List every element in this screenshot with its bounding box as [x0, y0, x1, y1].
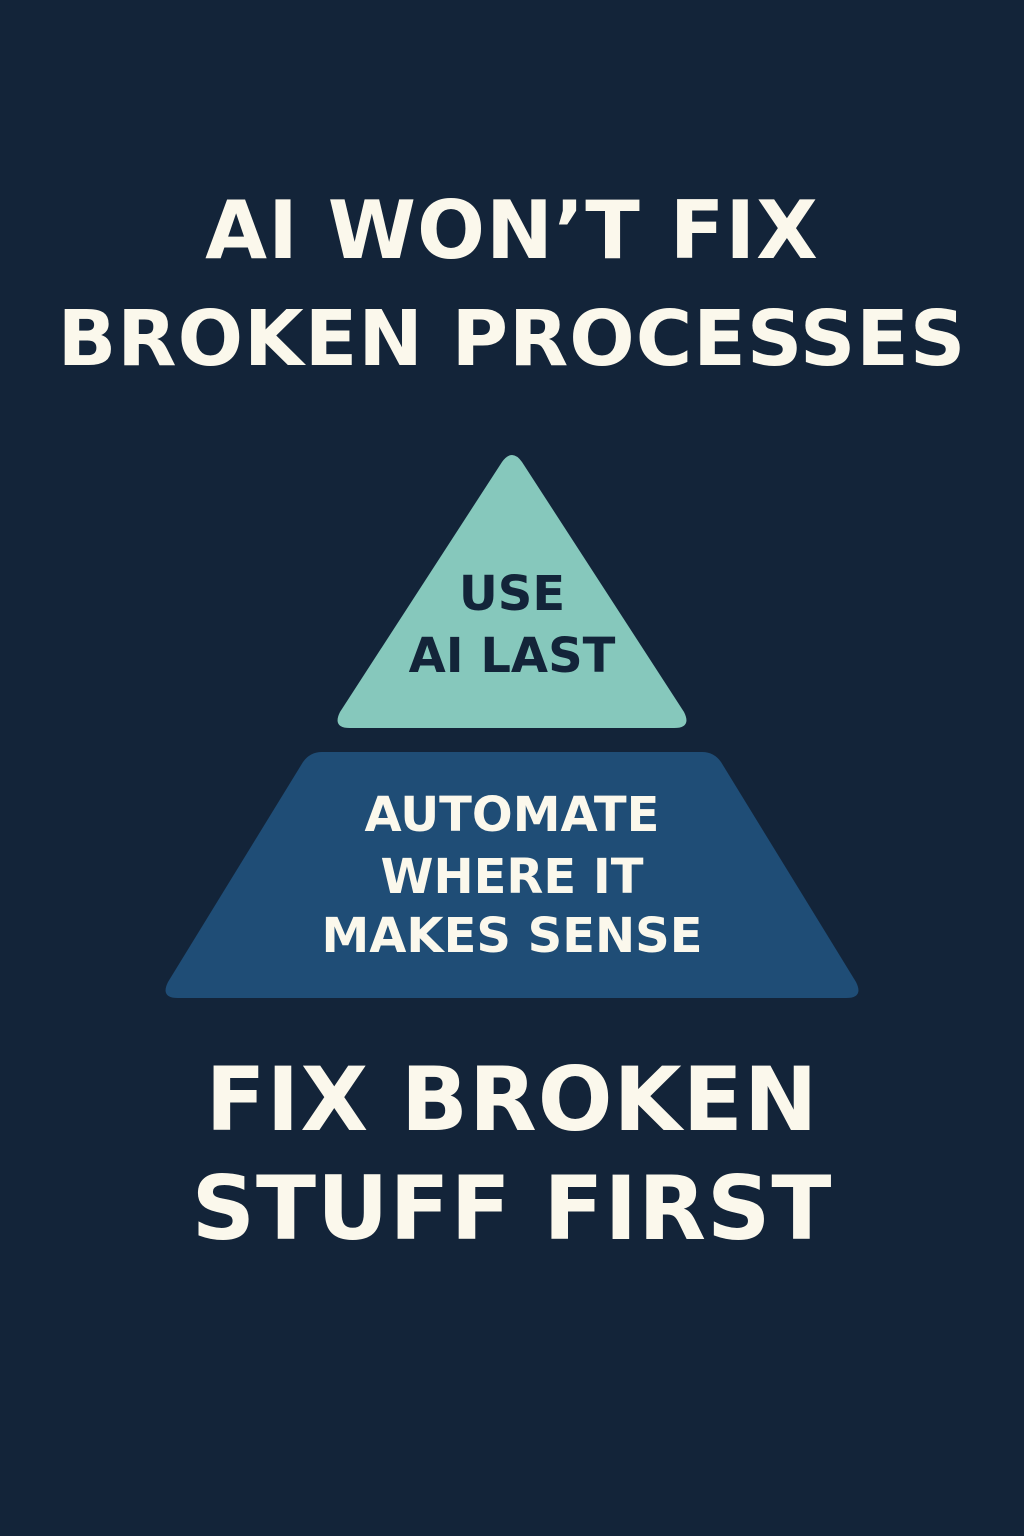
footer-line-1: FIX BROKEN — [205, 1048, 819, 1151]
pyramid-apex-triangle — [337, 455, 687, 728]
headline-line-1: AI WON’T FIX — [205, 184, 819, 277]
footer-line-2: STUFF FIRST — [191, 1157, 833, 1260]
middle-label-line-1: AUTOMATE — [364, 787, 660, 843]
apex-label-line-1: USE — [458, 566, 566, 622]
middle-label-line-2: WHERE IT — [380, 849, 644, 905]
apex-label-line-2: AI LAST — [408, 628, 616, 684]
middle-label-line-3: MAKES SENSE — [321, 908, 703, 964]
headline-line-2: BROKEN PROCESSES — [57, 295, 967, 384]
pyramid-middle-trapezoid — [165, 752, 859, 998]
